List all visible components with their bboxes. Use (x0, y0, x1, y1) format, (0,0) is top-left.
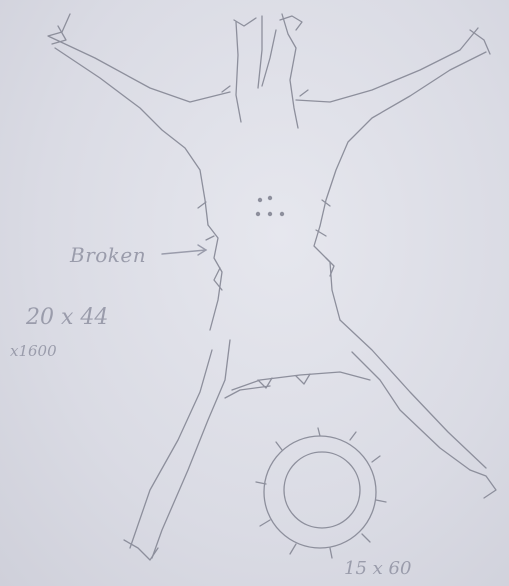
magnification-label: x1600 (10, 342, 57, 360)
inset-spine (362, 534, 370, 542)
inset-spine (276, 442, 282, 450)
right-lower-leg-inner (352, 352, 470, 470)
inset-spine (350, 432, 356, 440)
inset-spine (330, 548, 332, 558)
barb-left-1 (198, 202, 206, 208)
right-upper-arm-bottom-outline (320, 52, 486, 226)
pore (268, 196, 272, 200)
upper-process-tip-left (234, 18, 256, 26)
pore-cluster (256, 196, 284, 216)
barb-left-2 (206, 236, 214, 240)
broken-pointer-arrow (162, 245, 206, 255)
pore (280, 212, 284, 216)
right-leg-tip (470, 470, 496, 498)
upper-process-branch (282, 14, 298, 128)
pore (256, 212, 260, 216)
upper-process-branch-inner (262, 30, 276, 86)
inset-spine (376, 500, 386, 502)
inset-outer-ring (264, 436, 376, 548)
upper-process-left (236, 22, 241, 122)
inset-size-label: 15 x 60 (344, 558, 411, 579)
left-lower-leg-inner (152, 340, 230, 558)
right-lower-leg-outer (340, 320, 486, 468)
inset-spine (318, 428, 320, 436)
left-upper-arm-top-outline (48, 14, 230, 102)
inset-spine (260, 520, 270, 526)
pore (268, 212, 272, 216)
upper-process-right (258, 16, 262, 88)
inset-spine (290, 544, 296, 554)
cell-body-right-outline (314, 226, 340, 320)
barb-top-2 (300, 90, 308, 96)
broken-label: Broken (70, 243, 146, 267)
inset-spine (372, 456, 380, 462)
left-lower-leg-outer (130, 350, 212, 548)
circular-inset (256, 428, 386, 558)
size-label: 20 x 44 (26, 305, 108, 330)
lower-crossbar-bottom (225, 386, 270, 398)
left-upper-arm-bottom-outline (55, 48, 208, 225)
inset-inner-ring (284, 452, 360, 528)
barb-top-1 (222, 86, 230, 92)
pore (258, 198, 262, 202)
right-upper-arm-top-outline (296, 28, 478, 102)
